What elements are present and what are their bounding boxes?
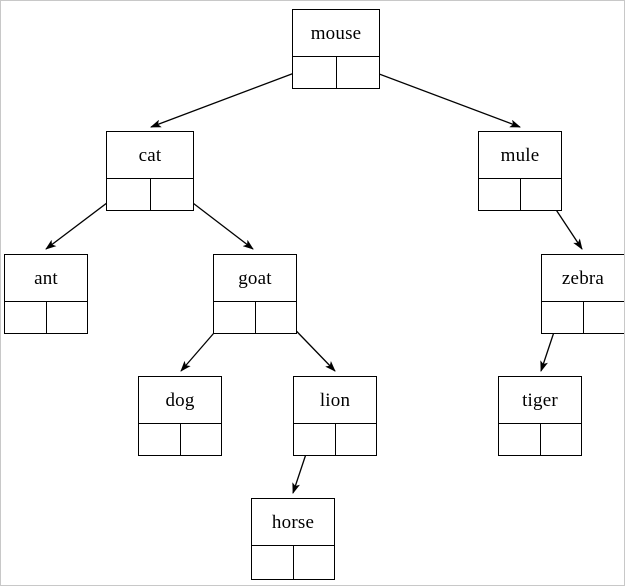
node-pointers-horse — [252, 545, 334, 579]
edge-mouse-to-cat — [150, 65, 314, 128]
left-pointer-cell-cat[interactable] — [107, 179, 151, 210]
node-pointers-ant — [5, 301, 87, 333]
right-pointer-cell-horse[interactable] — [293, 546, 334, 579]
node-pointers-cat — [107, 178, 193, 210]
node-pointers-mule — [479, 178, 561, 210]
right-pointer-cell-cat[interactable] — [150, 179, 193, 210]
node-label-horse: horse — [271, 511, 315, 533]
node-pointers-tiger — [499, 423, 581, 455]
right-pointer-cell-goat[interactable] — [255, 302, 296, 333]
right-pointer-cell-tiger[interactable] — [540, 424, 581, 455]
tree-node-cat[interactable]: cat — [106, 131, 194, 211]
left-pointer-cell-mouse[interactable] — [293, 57, 337, 88]
node-label-mule: mule — [500, 144, 540, 166]
node-label-ant: ant — [34, 267, 58, 289]
node-pointers-lion — [294, 423, 376, 455]
left-pointer-cell-goat[interactable] — [214, 302, 256, 333]
node-pointers-dog — [139, 423, 221, 455]
node-label-cat: cat — [138, 144, 162, 166]
right-pointer-cell-ant[interactable] — [46, 302, 87, 333]
right-pointer-cell-mouse[interactable] — [336, 57, 379, 88]
tree-node-lion[interactable]: lion — [293, 376, 377, 456]
tree-node-goat[interactable]: goat — [213, 254, 297, 334]
right-pointer-cell-lion[interactable] — [335, 424, 376, 455]
tree-node-ant[interactable]: ant — [4, 254, 88, 334]
tree-node-zebra[interactable]: zebra — [541, 254, 624, 334]
node-pointers-goat — [214, 301, 296, 333]
tree-node-horse[interactable]: horse — [251, 498, 335, 580]
left-pointer-cell-mule[interactable] — [479, 179, 521, 210]
right-pointer-cell-mule[interactable] — [520, 179, 561, 210]
node-label-zebra: zebra — [561, 267, 605, 289]
left-pointer-cell-dog[interactable] — [139, 424, 181, 455]
left-pointer-cell-ant[interactable] — [5, 302, 47, 333]
tree-node-mouse[interactable]: mouse — [292, 9, 380, 89]
tree-node-tiger[interactable]: tiger — [498, 376, 582, 456]
node-label-dog: dog — [165, 389, 195, 411]
tree-node-dog[interactable]: dog — [138, 376, 222, 456]
left-pointer-cell-tiger[interactable] — [499, 424, 541, 455]
node-pointers-zebra — [542, 301, 624, 333]
edge-mouse-to-mule — [357, 65, 521, 128]
node-label-mouse: mouse — [310, 22, 362, 44]
node-label-lion: lion — [319, 389, 351, 411]
left-pointer-cell-lion[interactable] — [294, 424, 336, 455]
node-pointers-mouse — [293, 56, 379, 88]
left-pointer-cell-zebra[interactable] — [542, 302, 584, 333]
tree-node-mule[interactable]: mule — [478, 131, 562, 211]
right-pointer-cell-dog[interactable] — [180, 424, 221, 455]
right-pointer-cell-zebra[interactable] — [583, 302, 624, 333]
node-label-tiger: tiger — [522, 389, 558, 411]
node-label-goat: goat — [238, 267, 272, 289]
left-pointer-cell-horse[interactable] — [252, 546, 294, 579]
